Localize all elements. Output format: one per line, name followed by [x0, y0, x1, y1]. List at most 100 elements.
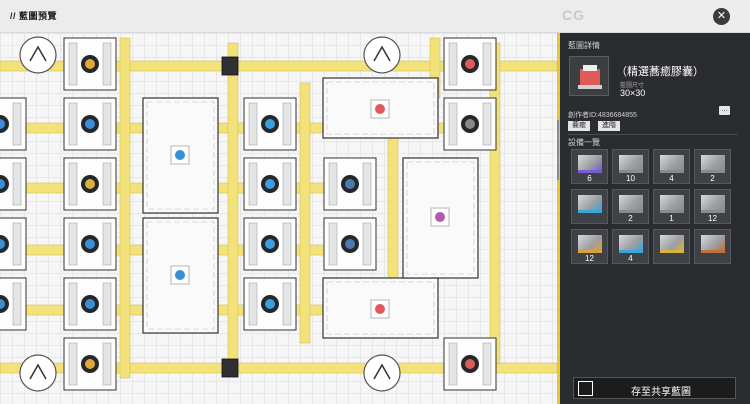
machine-unit-port: [68, 282, 78, 326]
frame-item: [375, 104, 385, 114]
processing-frame-inner: [146, 221, 215, 330]
power-pylon: [363, 36, 401, 74]
device-slot[interactable]: 12: [571, 229, 608, 264]
machine-unit-port: [282, 102, 292, 146]
power-pylon: [363, 354, 401, 392]
device-slot[interactable]: [694, 229, 731, 264]
frame-item: [435, 212, 445, 222]
conveyor-belt: [0, 60, 557, 72]
device-slot[interactable]: 2: [612, 189, 649, 224]
machine-unit-item: [0, 299, 5, 309]
device-slot[interactable]: 6: [571, 149, 608, 184]
creator-id: 創作者ID:4836684855: [568, 112, 637, 119]
device-icon: [701, 235, 725, 253]
close-icon: ✕: [716, 10, 727, 22]
more-options-button[interactable]: …: [719, 106, 730, 115]
device-slot[interactable]: 1: [653, 189, 690, 224]
power-pylon-icon: [29, 45, 47, 62]
machine-unit-port: [448, 42, 458, 86]
machine-unit-port: [448, 342, 458, 386]
device-count: 1: [669, 214, 674, 223]
machine-unit-item: [85, 59, 95, 69]
conveyor-belt: [489, 42, 501, 364]
device-slot[interactable]: [571, 189, 608, 224]
device-slot[interactable]: 2: [694, 149, 731, 184]
device-icon: [660, 235, 684, 253]
belt-splitter: [221, 56, 239, 76]
conveyor-belt: [299, 82, 311, 344]
device-icon: [578, 195, 602, 213]
machine-unit-port: [328, 222, 338, 266]
blueprint-detail-panel: 藍圖詳情 （精選蕎癒膠囊） 藍圖尺寸 30×30 創作者ID:483668485…: [557, 33, 750, 404]
save-button-label: 存至共享藍圖: [631, 387, 691, 398]
top-bar: // 藍圖預覽 CG ✕: [0, 0, 750, 33]
device-icon: [578, 155, 602, 173]
machine-unit-item: [0, 119, 5, 129]
machine-unit-port: [282, 222, 292, 266]
machine-unit-port: [102, 282, 112, 326]
machine-unit-port: [12, 162, 22, 206]
conveyor-belt: [227, 42, 239, 364]
power-pylon-icon: [29, 363, 47, 380]
device-icon: [660, 155, 684, 173]
device-icon: [701, 155, 725, 173]
device-slot[interactable]: 12: [694, 189, 731, 224]
blueprint-size-label: 藍圖尺寸: [620, 83, 645, 89]
device-slot[interactable]: 10: [612, 149, 649, 184]
blueprint-layout: [0, 36, 557, 392]
machine-unit-port: [482, 342, 492, 386]
device-slot[interactable]: 4: [653, 149, 690, 184]
machine-unit-port: [12, 102, 22, 146]
power-pylon-icon: [373, 363, 391, 380]
machine-unit-port: [362, 162, 372, 206]
machine-unit-port: [448, 102, 458, 146]
machine-unit-item: [85, 359, 95, 369]
machine-unit-item: [0, 179, 5, 189]
machine-unit-item: [85, 119, 95, 129]
device-icon: [578, 235, 602, 253]
machine-unit-port: [102, 162, 112, 206]
device-slot[interactable]: [653, 229, 690, 264]
machine-unit-item: [345, 179, 355, 189]
machine-unit-port: [248, 222, 258, 266]
machine-unit-port: [68, 222, 78, 266]
machine-unit-item: [465, 59, 475, 69]
save-to-shared-button[interactable]: 存至共享藍圖: [573, 377, 736, 399]
machine-unit-port: [102, 222, 112, 266]
device-count: 12: [585, 254, 594, 263]
game-logo: CG: [562, 7, 585, 23]
machine-unit-item: [265, 239, 275, 249]
processing-frame-inner: [146, 101, 215, 210]
belt-splitter: [221, 358, 239, 378]
conveyor-belt: [119, 37, 131, 379]
machine-unit-item: [465, 359, 475, 369]
panel-scrollbar[interactable]: [557, 120, 559, 180]
machine-unit-port: [282, 282, 292, 326]
machine-unit-port: [12, 282, 22, 326]
power-pylon: [19, 354, 57, 392]
device-count: 2: [628, 214, 633, 223]
device-count: 10: [626, 174, 635, 183]
tag-1[interactable]: 蕎癒: [568, 121, 590, 131]
machine-unit-port: [328, 162, 338, 206]
tag-2[interactable]: 進階: [598, 121, 620, 131]
machine-unit-port: [68, 42, 78, 86]
machine-unit-port: [362, 222, 372, 266]
device-icon: [619, 155, 643, 173]
machine-unit-port: [482, 42, 492, 86]
blueprint-canvas[interactable]: [0, 33, 557, 404]
device-slot[interactable]: 4: [612, 229, 649, 264]
machine-unit-port: [248, 282, 258, 326]
close-button[interactable]: ✕: [713, 8, 730, 25]
device-icon: [619, 195, 643, 213]
machine-unit-item: [85, 179, 95, 189]
device-count: 2: [710, 174, 715, 183]
divider: [568, 134, 738, 135]
machine-unit-port: [248, 102, 258, 146]
frame-item: [375, 304, 385, 314]
machine-unit-item: [85, 239, 95, 249]
device-icon: [660, 195, 684, 213]
panel-heading: 藍圖詳情: [568, 41, 600, 50]
device-list-title: 設備一覽: [568, 138, 600, 147]
